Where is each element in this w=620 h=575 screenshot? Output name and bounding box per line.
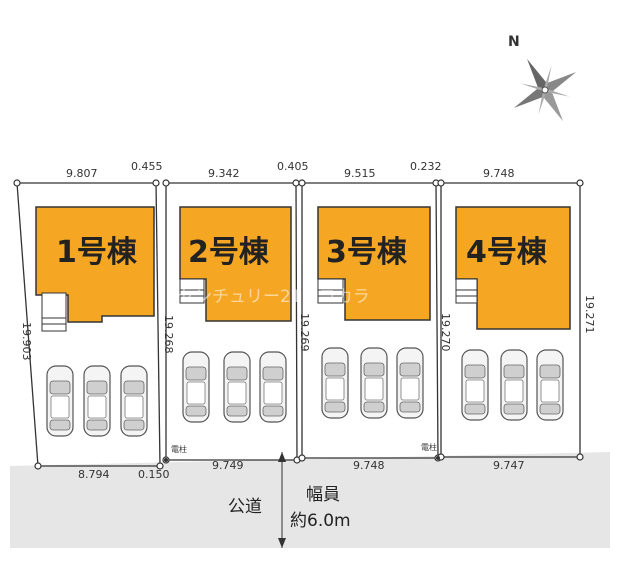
compass-north-label: N — [508, 34, 520, 50]
dim-top-gap2: 0.405 — [277, 160, 309, 173]
dim-bottom-lot3: 9.748 — [353, 459, 385, 472]
utility-pole-label-2: 電柱 — [421, 442, 437, 452]
car — [360, 347, 388, 419]
dim-top-lot3: 9.515 — [344, 167, 376, 180]
building-2-label: 2号棟 — [188, 235, 270, 270]
compass-rose-icon — [513, 58, 577, 122]
utility-pole-2 — [436, 456, 440, 460]
dim-top-lot2: 9.342 — [208, 167, 240, 180]
dim-side-lot1: 19.903 — [20, 322, 33, 361]
car — [396, 347, 424, 419]
dim-top-lot1: 9.807 — [66, 167, 98, 180]
car — [46, 365, 74, 437]
utility-pole-label-1: 電柱 — [171, 444, 187, 454]
dim-top-lot4: 9.748 — [483, 167, 515, 180]
car — [120, 365, 148, 437]
car — [321, 347, 349, 419]
dim-side-lot4-right: 19.271 — [583, 295, 596, 334]
dim-bottom-lot2: 9.749 — [212, 459, 244, 472]
utility-pole-1 — [164, 458, 168, 462]
entrance-steps — [41, 278, 478, 332]
car — [223, 351, 251, 423]
car — [461, 349, 489, 421]
road-label: 公道 — [228, 497, 262, 517]
dim-side-lot3: 19.269 — [298, 313, 311, 352]
dim-bottom-gap1: 0.150 — [138, 468, 170, 481]
dim-bottom-lot4: 9.747 — [493, 459, 525, 472]
building-4-label: 4号棟 — [466, 235, 548, 270]
car — [259, 351, 287, 423]
parking-cars — [46, 347, 564, 437]
car — [182, 351, 210, 423]
dim-bottom-lot1: 8.794 — [78, 468, 110, 481]
dim-top-gap3: 0.232 — [410, 160, 442, 173]
watermark: センチュリー21ココカラ — [178, 287, 370, 307]
dim-top-gap1: 0.455 — [131, 160, 163, 173]
dim-side-lot2: 19.268 — [162, 315, 175, 354]
car — [83, 365, 111, 437]
road-width-title: 幅員 — [306, 485, 340, 505]
road-width-value: 約6.0m — [290, 511, 351, 531]
road-arrow-bottom — [278, 538, 286, 548]
car — [536, 349, 564, 421]
dim-side-lot4: 19.270 — [439, 313, 452, 352]
building-3-label: 3号棟 — [326, 235, 408, 270]
car — [500, 349, 528, 421]
building-1-label: 1号棟 — [56, 235, 138, 270]
public-road — [10, 452, 610, 548]
